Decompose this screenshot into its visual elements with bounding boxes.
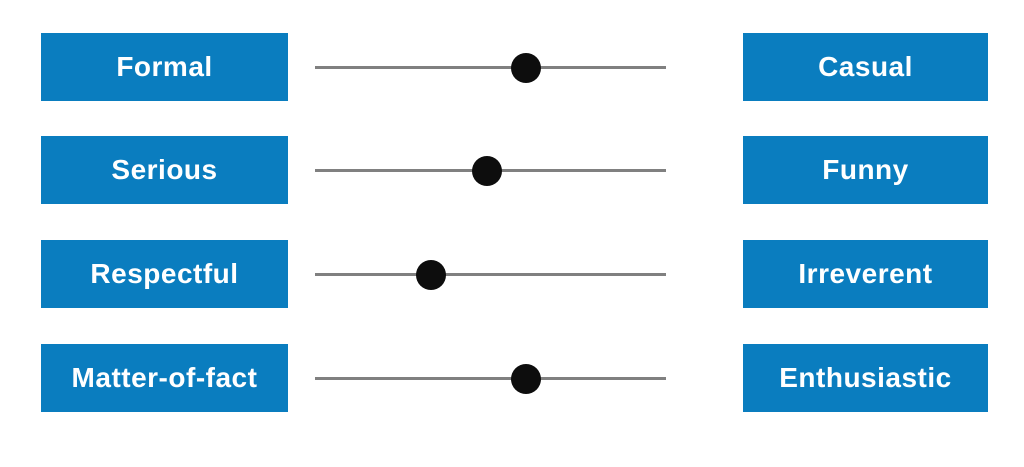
slider-track[interactable] xyxy=(315,259,666,290)
slider-track[interactable] xyxy=(315,363,666,394)
tone-slider-row: Respectful Irreverent xyxy=(0,240,1024,308)
slider-handle[interactable] xyxy=(415,259,446,290)
slider-handle[interactable] xyxy=(510,52,541,83)
slider-handle[interactable] xyxy=(471,155,502,186)
left-label-box: Respectful xyxy=(41,240,288,308)
right-label-box: Enthusiastic xyxy=(743,344,988,412)
left-label-box: Formal xyxy=(41,33,288,101)
left-label-box: Serious xyxy=(41,136,288,204)
right-label-box: Irreverent xyxy=(743,240,988,308)
left-label: Formal xyxy=(116,51,213,82)
left-label: Matter-of-fact xyxy=(71,362,258,393)
tone-slider-row: Matter-of-fact Enthusiastic xyxy=(0,344,1024,412)
right-label: Irreverent xyxy=(798,258,933,289)
left-label-box: Matter-of-fact xyxy=(41,344,288,412)
right-label-box: Funny xyxy=(743,136,988,204)
right-label: Enthusiastic xyxy=(779,362,952,393)
tone-slider-row: Formal Casual xyxy=(0,33,1024,101)
right-label: Casual xyxy=(818,51,913,82)
tone-slider-row: Serious Funny xyxy=(0,136,1024,204)
left-label: Respectful xyxy=(90,258,239,289)
slider-handle[interactable] xyxy=(510,363,541,394)
left-label: Serious xyxy=(111,154,218,185)
right-label: Funny xyxy=(822,154,909,185)
right-label-box: Casual xyxy=(743,33,988,101)
slider-track[interactable] xyxy=(315,155,666,186)
slider-track[interactable] xyxy=(315,52,666,83)
